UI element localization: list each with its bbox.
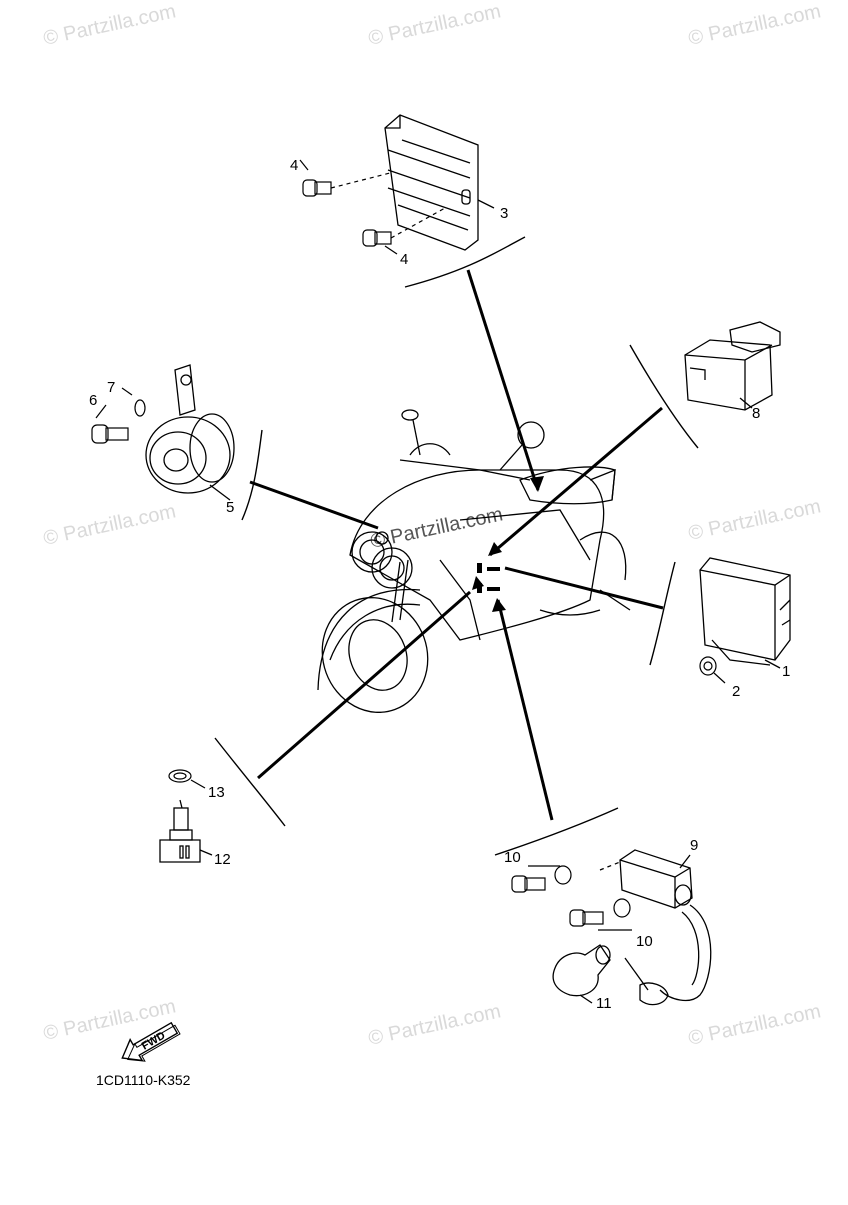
callout-4-upper: 4 — [290, 157, 298, 174]
watermark: © Partzilla.com — [686, 495, 822, 545]
pointer-lines — [249, 269, 664, 821]
rectifier-regulator-part-3 — [384, 114, 495, 251]
bolt-part-4-upper — [299, 159, 391, 197]
bolt-part-6 — [91, 404, 129, 444]
connector-marks — [477, 563, 500, 593]
group-brackets — [214, 236, 699, 856]
relay-part-8 — [684, 321, 781, 411]
bracket-13 — [214, 737, 286, 827]
bracket-9 — [494, 807, 619, 856]
washer-part-7 — [121, 387, 146, 417]
callout-13: 13 — [208, 784, 225, 801]
bolt-part-4-lower — [362, 207, 446, 255]
neutral-switch-part-12 — [159, 799, 213, 863]
watermark: © Partzilla.com — [41, 0, 177, 50]
pointer-line-8 — [489, 406, 663, 557]
bolt-part-10-lower — [569, 898, 632, 931]
callout-4-lower: 4 — [400, 251, 408, 268]
callout-2: 2 — [732, 683, 740, 700]
callout-10-lower: 10 — [636, 933, 653, 950]
pointer-arrowheads — [472, 476, 544, 612]
watermark: © Partzilla.com — [366, 0, 502, 50]
watermark: © Partzilla.com — [686, 0, 822, 50]
bracket-5 — [241, 429, 263, 521]
pointer-line-5 — [249, 480, 379, 530]
watermark: © Partzilla.com — [366, 1000, 502, 1050]
diagram-code: 1CD1110-K352 — [96, 1072, 191, 1088]
cdi-unit-part-1 — [699, 557, 791, 669]
scooter-illustration — [317, 409, 631, 713]
bolt-part-10-upper — [511, 865, 572, 893]
callout-12: 12 — [214, 851, 231, 868]
watermark-center: © Partzilla.com — [368, 503, 504, 553]
bracket-3 — [404, 236, 526, 288]
pointer-line-13 — [257, 590, 471, 780]
plug-cap-part-11 — [552, 944, 611, 1004]
pointer-line-9 — [496, 599, 554, 821]
callout-10-upper: 10 — [504, 849, 521, 866]
callout-11: 11 — [596, 995, 612, 1012]
pointer-line-1 — [504, 566, 664, 610]
pointer-line-3 — [466, 269, 540, 491]
callout-1: 1 — [782, 663, 790, 680]
callout-9: 9 — [690, 837, 698, 854]
callout-labels: 1 2 3 4 4 5 6 7 8 9 10 10 11 12 13 — [89, 157, 790, 1012]
callout-5: 5 — [226, 499, 234, 516]
ignition-coil-part-9 — [599, 849, 712, 1006]
horn-part-5 — [145, 364, 235, 501]
callout-8: 8 — [752, 405, 760, 422]
callout-6: 6 — [89, 392, 97, 409]
bracket-8 — [629, 344, 699, 449]
watermark: © Partzilla.com — [41, 500, 177, 550]
callout-3: 3 — [500, 205, 508, 222]
washer-part-13 — [168, 769, 206, 789]
watermark: © Partzilla.com — [686, 1000, 822, 1050]
nut-part-2 — [699, 656, 726, 684]
bracket-1 — [649, 561, 676, 666]
callout-7: 7 — [107, 379, 115, 396]
